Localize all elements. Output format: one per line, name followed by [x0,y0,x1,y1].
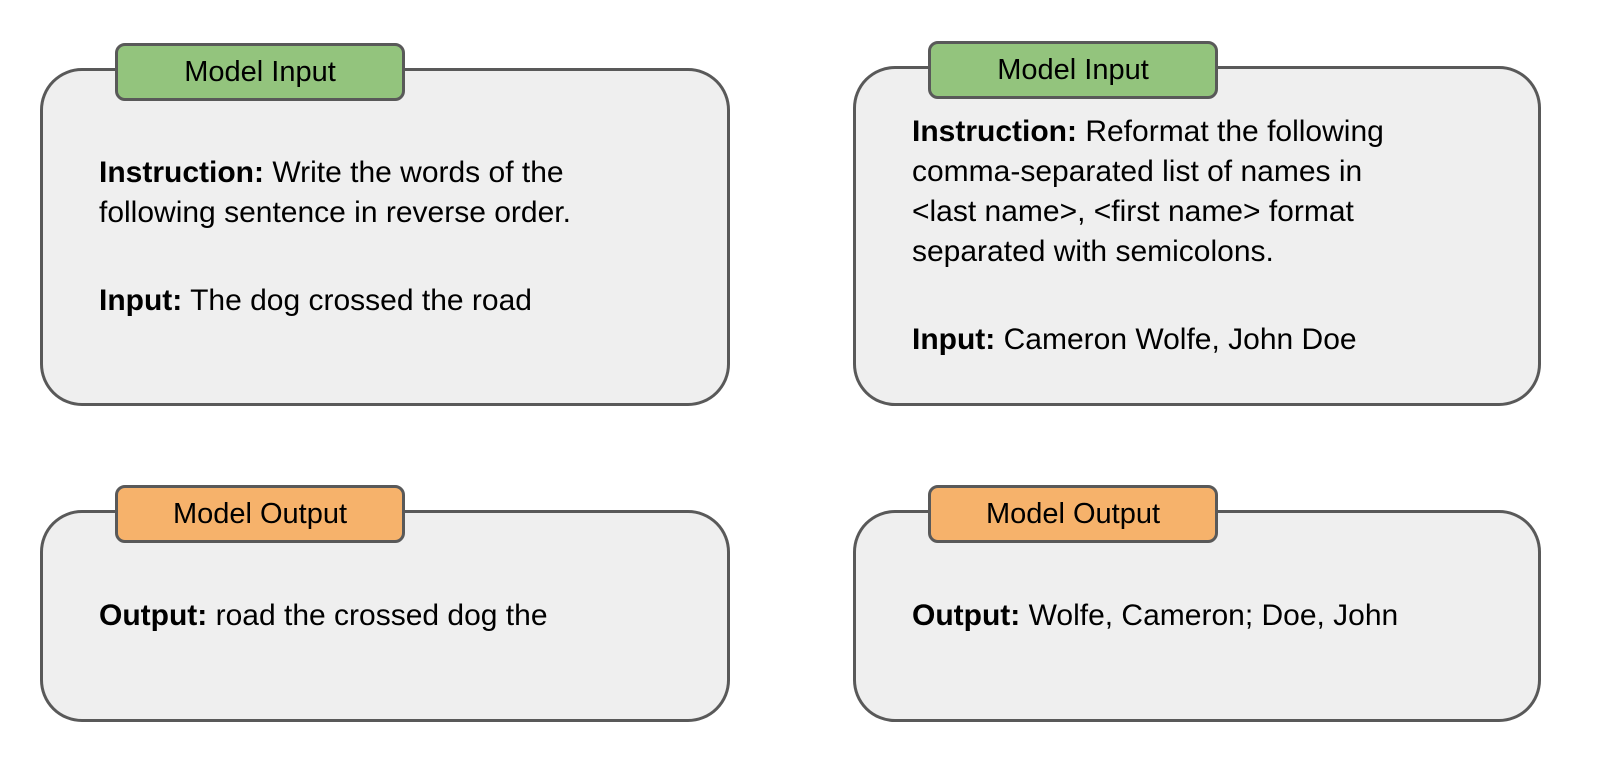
instruction-label: Instruction: [912,115,1077,148]
input-text: The dog crossed the road [182,284,532,317]
instruction-label: Instruction: [99,156,264,189]
instruction-text: Write the words of the following sentenc… [99,156,571,229]
instruction-text: Reformat the following comma-separated l… [912,115,1384,268]
output-label: Output: [99,599,208,632]
instruction-section: Instruction: Write the words of the foll… [99,153,671,233]
input-text: Cameron Wolfe, John Doe [995,323,1357,356]
input-section: Input: Cameron Wolfe, John Doe [912,320,1482,360]
model-output-badge: Model Output [115,485,405,543]
model-output-card: Model Output Output: Wolfe, Cameron; Doe… [853,485,1541,722]
output-text: Wolfe, Cameron; Doe, John [1020,599,1399,632]
badge-label: Model Output [985,497,1161,530]
model-input-card: Model Input Instruction: Reformat the fo… [853,41,1541,406]
badge-label: Model Input [997,53,1149,86]
input-label: Input: [99,284,183,317]
output-text: road the crossed dog the [207,599,548,632]
model-input-card: Model Input Instruction: Write the words… [40,43,730,406]
input-section: Input: The dog crossed the road [99,281,671,321]
model-input-badge: Model Input [928,41,1218,99]
model-output-badge: Model Output [928,485,1218,543]
model-input-badge: Model Input [115,43,405,101]
output-label: Output: [912,599,1021,632]
instruction-section: Instruction: Reformat the following comm… [912,112,1482,272]
output-section: Output: Wolfe, Cameron; Doe, John [912,596,1482,636]
badge-label: Model Output [172,497,348,530]
model-output-card: Model Output Output: road the crossed do… [40,485,730,722]
badge-label: Model Input [184,55,336,88]
output-section: Output: road the crossed dog the [99,596,671,636]
input-label: Input: [912,323,996,356]
